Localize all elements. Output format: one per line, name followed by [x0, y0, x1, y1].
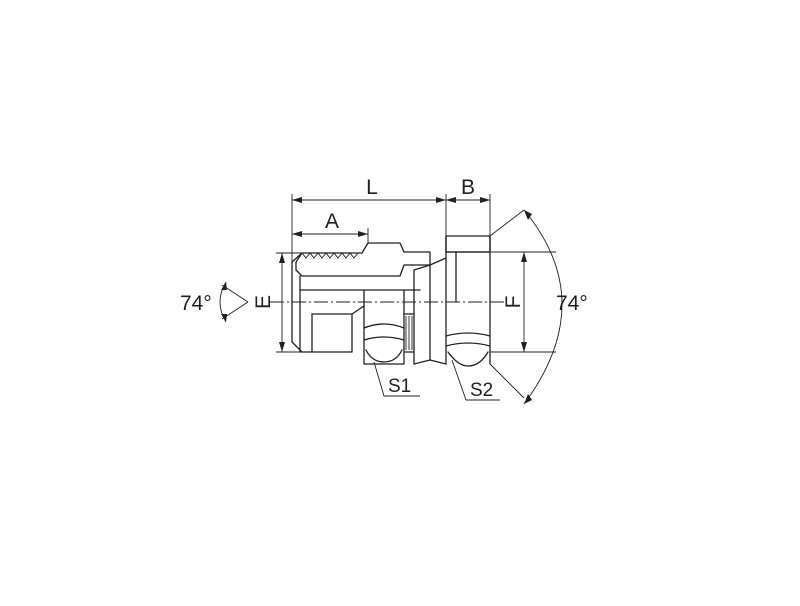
male-thread-ridges — [301, 252, 359, 259]
nut-shoulder — [429, 257, 447, 266]
hex-s1-flat-1 — [363, 323, 405, 329]
arrow-e-top — [279, 253, 285, 263]
angle-right-arrow-bottom — [524, 394, 532, 404]
arrow-b-right — [480, 197, 490, 203]
hex-s2-flat-2 — [445, 342, 491, 347]
male-body-lower — [301, 305, 365, 353]
swivel-nut — [413, 235, 491, 367]
arrow-a-left — [292, 231, 302, 237]
arrow-l-right — [436, 197, 446, 203]
nut-bottom-step — [429, 359, 447, 365]
label-s1: S1 — [388, 376, 411, 397]
hex-s1-outline — [363, 289, 405, 365]
male-body-hatched-wall — [295, 242, 431, 277]
label-f: F — [502, 296, 525, 309]
neck-grooves — [405, 316, 413, 350]
hex-s1-flat-2 — [363, 336, 405, 341]
angle-right-ray-bottom — [489, 363, 525, 399]
label-s2: S2 — [470, 380, 493, 401]
angle-right: 74° — [489, 209, 588, 405]
male-nose-outline — [291, 252, 303, 353]
hex-s1-corner — [365, 349, 403, 363]
label-angle-left: 74° — [180, 292, 212, 315]
dimension-a: A — [292, 210, 369, 243]
male-body — [291, 242, 431, 353]
label-b: B — [461, 176, 475, 199]
label-angle-right: 74° — [556, 292, 588, 315]
dimension-e: E — [252, 252, 302, 353]
arrow-b-left — [446, 197, 456, 203]
hex-s1 — [363, 289, 415, 365]
arrow-a-right — [358, 231, 368, 237]
arrow-l-left — [292, 197, 302, 203]
angle-right-arc — [523, 209, 563, 405]
hex-s2-corner — [447, 351, 489, 367]
arrow-f-top — [521, 252, 527, 262]
angle-right-arrow-top — [524, 210, 532, 220]
leader-s1: S1 — [373, 361, 420, 397]
angle-left-arrow-top — [221, 282, 227, 290]
dimension-b: B — [446, 176, 491, 236]
label-l: L — [366, 176, 378, 199]
angle-right-ray-top — [489, 209, 525, 237]
hex-s2-flat-1 — [445, 332, 491, 337]
angle-left-arrow-bottom — [221, 314, 227, 322]
dimension-l: L — [291, 176, 447, 262]
label-a: A — [325, 210, 339, 233]
swivel-nut-hatched — [445, 235, 491, 253]
angle-left: 74° — [180, 281, 249, 323]
label-e: E — [252, 295, 275, 309]
arrow-e-bottom — [279, 342, 285, 352]
arrow-f-bottom — [521, 342, 527, 352]
swivel-taper — [413, 264, 431, 365]
leader-s1-line — [373, 361, 385, 397]
dimension-f: F — [490, 251, 556, 353]
leader-s2: S2 — [451, 359, 500, 401]
leader-s2-line — [451, 359, 467, 401]
